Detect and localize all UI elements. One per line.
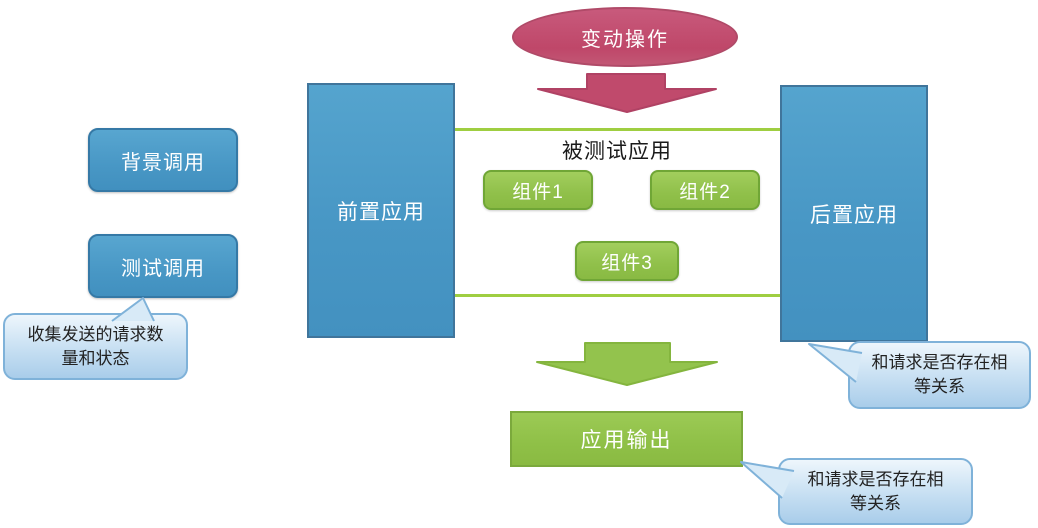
connector-line-bottom bbox=[455, 294, 780, 297]
callout-collect-requests: 收集发送的请求数量和状态 bbox=[3, 313, 188, 380]
callout-equality-top-text: 和请求是否存在相等关系 bbox=[871, 353, 1008, 396]
tested-app-title: 被测试应用 bbox=[562, 140, 672, 163]
back-app-box: 后置应用 bbox=[780, 85, 928, 342]
component-3-label: 组件3 bbox=[601, 252, 653, 274]
callout-collect-requests-text: 收集发送的请求数量和状态 bbox=[27, 324, 164, 368]
change-operation-label: 变动操作 bbox=[581, 28, 669, 51]
pink-down-arrow-icon bbox=[537, 73, 717, 113]
callout-equality-bottom: 和请求是否存在相等关系 bbox=[778, 458, 973, 525]
callout-equality-top: 和请求是否存在相等关系 bbox=[848, 341, 1031, 409]
green-down-arrow-icon bbox=[536, 342, 718, 386]
change-operation-ellipse: 变动操作 bbox=[512, 7, 738, 67]
component-2-label: 组件2 bbox=[679, 181, 731, 203]
front-app-box: 前置应用 bbox=[307, 83, 455, 338]
background-call-box: 背景调用 bbox=[88, 128, 238, 192]
background-call-label: 背景调用 bbox=[121, 151, 205, 174]
back-app-label: 后置应用 bbox=[810, 203, 898, 227]
app-output-box: 应用输出 bbox=[510, 411, 743, 467]
component-3-box: 组件3 bbox=[575, 241, 679, 281]
component-2-box: 组件2 bbox=[650, 170, 760, 210]
component-1-label: 组件1 bbox=[512, 181, 564, 203]
front-app-label: 前置应用 bbox=[337, 200, 425, 224]
test-call-box: 测试调用 bbox=[88, 234, 238, 298]
app-output-label: 应用输出 bbox=[580, 429, 673, 452]
test-call-label: 测试调用 bbox=[121, 257, 205, 280]
connector-line-top bbox=[455, 128, 780, 131]
component-1-box: 组件1 bbox=[483, 170, 593, 210]
callout-equality-bottom-text: 和请求是否存在相等关系 bbox=[807, 469, 944, 513]
